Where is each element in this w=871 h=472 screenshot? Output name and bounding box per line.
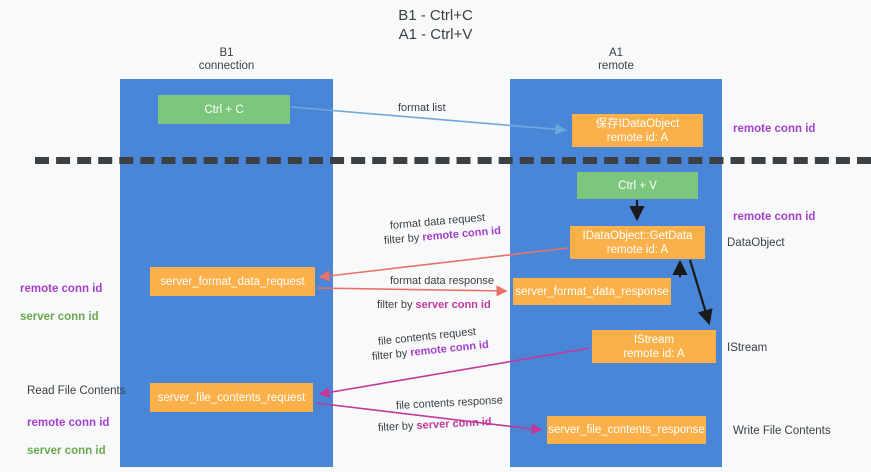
- annotation-istream: IStream: [727, 342, 768, 354]
- filter-prefix-4: filter by: [377, 419, 417, 434]
- node-idataobject[interactable]: 保存IDataObject remote id: A: [572, 114, 703, 147]
- node-server-format-data-response[interactable]: server_format_data_response: [513, 278, 671, 305]
- annotation-remote-conn-id-top: remote conn id: [733, 123, 816, 135]
- node-server-format-data-request[interactable]: server_format_data_request: [150, 267, 315, 296]
- edge-label-file-contents-response: file contents response: [395, 394, 504, 412]
- annotation-conn-ids-bottom: remote conn id server conn id: [27, 402, 109, 472]
- filter-prefix-3: filter by: [371, 347, 411, 363]
- annotation-server-conn-id: server conn id: [20, 311, 99, 323]
- page-title: B1 - Ctrl+C A1 - Ctrl+V: [398, 7, 473, 43]
- edge-label-filter-server-conn-id-2: filter by server conn id: [378, 415, 492, 435]
- annotation-dataobject: DataObject: [727, 237, 785, 249]
- node-ctrl-v[interactable]: Ctrl + V: [577, 172, 698, 199]
- node-server-file-contents-response[interactable]: server_file_contents_response: [547, 416, 706, 444]
- filter-server-conn-id-1: server conn id: [415, 299, 491, 311]
- lane-header-a1: A1 remote: [598, 47, 634, 72]
- annotation-remote-conn-id: remote conn id: [20, 283, 103, 295]
- edge-label-filter-server-conn-id-1: filter by server conn id: [377, 298, 491, 312]
- node-ctrl-c[interactable]: Ctrl + C: [158, 95, 290, 124]
- lane-header-b1: B1 connection: [198, 47, 255, 72]
- node-server-file-contents-request[interactable]: server_file_contents_request: [150, 383, 313, 412]
- edge-label-format-list: format list: [398, 102, 446, 114]
- annotation-read-file-contents: Read File Contents: [27, 385, 126, 397]
- node-istream[interactable]: IStream remote id: A: [592, 330, 716, 363]
- annotation-conn-ids-middle: remote conn id server conn id: [20, 268, 102, 338]
- filter-prefix-2: filter by: [377, 299, 416, 311]
- filter-server-conn-id-2: server conn id: [416, 416, 492, 432]
- edge-label-format-data-response: format data response: [390, 275, 494, 287]
- annotation-server-conn-id-2: server conn id: [27, 445, 106, 457]
- node-idataobject-getdata[interactable]: IDataObject::GetData remote id: A: [570, 226, 705, 259]
- filter-prefix-1: filter by: [383, 231, 423, 247]
- annotation-write-file-contents: Write File Contents: [733, 425, 831, 437]
- section-divider: [35, 157, 871, 164]
- annotation-remote-conn-id-2: remote conn id: [27, 417, 110, 429]
- annotation-remote-conn-id-mid: remote conn id: [733, 211, 816, 223]
